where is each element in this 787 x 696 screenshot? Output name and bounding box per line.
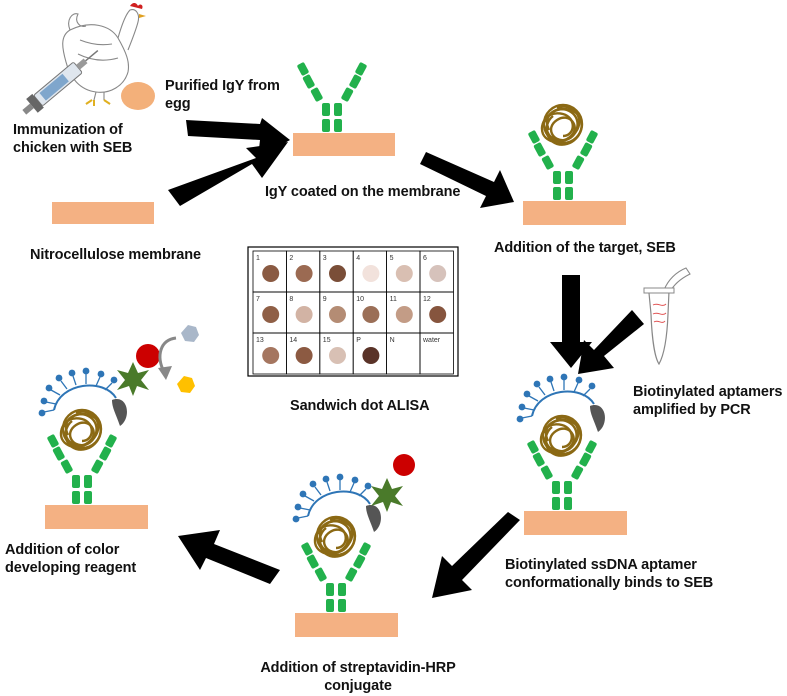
membrane-nitrocellulose (52, 202, 154, 224)
membrane-color (45, 505, 148, 529)
label-purified-igy: Purified IgY from egg (165, 78, 280, 112)
dot-blot-cell-label: 9 (323, 296, 327, 303)
dot-blot-spot (295, 306, 313, 323)
label-biotinylated-aptamers: Biotinylated aptamers amplified by PCR (633, 384, 783, 418)
arrow-to-hrp (432, 512, 520, 598)
dot-blot-spot (262, 306, 280, 323)
dot-blot-spot (362, 347, 380, 364)
dot-blot-cell-label: 10 (356, 296, 364, 303)
product-icon (177, 376, 195, 393)
membranes (45, 133, 627, 637)
dot-blot-cell-label: 15 (323, 337, 331, 344)
label-ssdna-binds: Biotinylated ssDNA aptamer conformationa… (505, 557, 714, 591)
seb-hrp-icon (313, 515, 357, 558)
process-arrows (168, 118, 644, 598)
dot-blot-cell (419, 332, 454, 375)
dot-blot-cell-label: 13 (256, 337, 264, 344)
dot-blot-cell-label: 3 (323, 255, 327, 262)
label-sandwich-dot: Sandwich dot ALISA (290, 398, 430, 414)
dot-blot-cell-label: 14 (289, 337, 297, 344)
label-igy-coated: IgY coated on the membrane (265, 184, 461, 200)
dot-blot-cell-label: 12 (423, 296, 431, 303)
aptamer-step5-icon (291, 472, 382, 533)
dot-blot-spot (329, 306, 346, 323)
membrane-hrp (295, 613, 398, 637)
dot-blot-cell-label: water (422, 337, 441, 344)
dot-blot-cell-label: P (356, 337, 361, 344)
dot-blot-spot (362, 265, 380, 282)
membrane-aptamer (524, 511, 627, 535)
dot-blot-cell-label: 6 (423, 255, 427, 262)
dot-blot-spot (329, 265, 346, 282)
dot-blot-cell-label: 1 (256, 255, 260, 262)
dot-blot-cell-label: 2 (289, 255, 293, 262)
label-immunization: Immunization of chicken with SEB (13, 122, 133, 156)
label-color-reagent: Addition of color developing reagent (5, 542, 137, 576)
dot-blot-spot (262, 265, 280, 282)
hrp-ball-step6-icon (136, 344, 160, 368)
dot-blot-spot (429, 265, 447, 282)
aptamer-step4-icon (515, 372, 606, 433)
substrate-icon (181, 325, 199, 342)
membrane-igy (293, 133, 395, 156)
label-addition-target: Addition of the target, SEB (494, 240, 676, 256)
seb-color-icon (59, 408, 103, 451)
arrow-to-target (420, 152, 514, 208)
hrp-ball-step5-icon (393, 454, 415, 476)
dot-blot-cell-label: 8 (289, 296, 293, 303)
aptamer-step6-icon (37, 366, 128, 427)
dot-blot-cell-label: 7 (256, 296, 260, 303)
membrane-target (523, 201, 626, 225)
antibody-igy-icon (296, 61, 368, 132)
egg-icon (121, 82, 155, 110)
reaction-arrowhead-icon (158, 366, 172, 380)
comb-icon (130, 2, 143, 9)
dot-blot-spot (395, 265, 413, 282)
dot-blot-spot (262, 347, 280, 364)
dot-blot-spot (429, 306, 447, 323)
pcr-tube-icon (643, 267, 691, 366)
label-streptavidin-hrp: Addition of streptavidin-HRP conjugate (260, 660, 456, 694)
dot-blot-spot (295, 347, 313, 364)
dot-blot-cell-label: 4 (356, 255, 360, 262)
dot-blot-spot (395, 306, 413, 323)
arrow-pcr (578, 310, 644, 374)
arrow-target-down (550, 275, 592, 368)
arrow-to-color (178, 530, 280, 584)
seb-target-icon (540, 103, 584, 146)
dot-blot-cell-label: 5 (390, 255, 394, 262)
feet-icon (85, 99, 111, 106)
label-nitrocellulose: Nitrocellulose membrane (30, 247, 201, 263)
dot-blot-cell-label: N (390, 337, 395, 344)
seb-aptamer-icon (539, 414, 583, 457)
dot-blot-spot (295, 265, 313, 282)
beak-icon (139, 14, 146, 18)
dot-blot-spot (362, 306, 380, 323)
dot-blot-spot (329, 347, 346, 364)
dot-blot-cell-label: 11 (390, 296, 397, 303)
syringe-icon (22, 50, 99, 115)
arrow-nitrocellulose (168, 142, 288, 206)
